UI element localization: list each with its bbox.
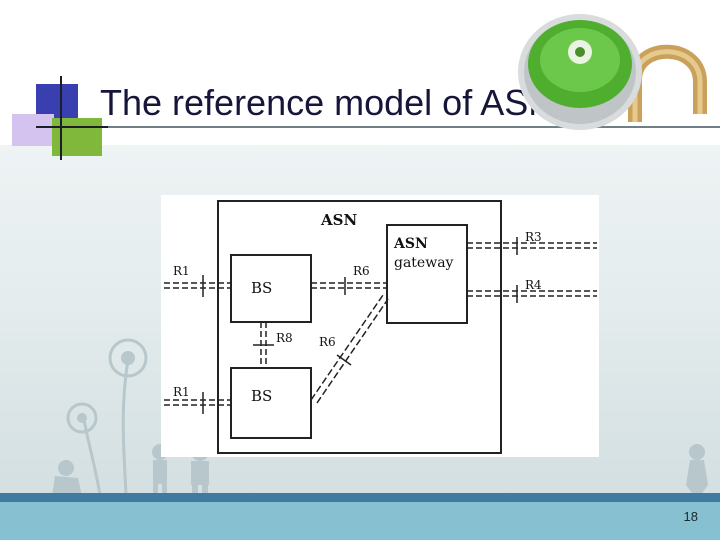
- page-number: 18: [683, 509, 698, 524]
- deco-square-lavender: [12, 114, 54, 146]
- asn-gateway-box: [386, 224, 468, 324]
- r6-diagonal-label: R6: [319, 335, 336, 349]
- footer-stripe: [0, 493, 720, 502]
- gateway-label-line1: ASN: [393, 236, 428, 252]
- r4-link: [467, 285, 597, 303]
- deco-line-horizontal: [36, 126, 108, 128]
- gateway-label-line2: gateway: [394, 255, 454, 271]
- asn-reference-diagram: ASN ASN gateway BS BS R1 R1: [161, 195, 599, 457]
- r6-diagonal-link: [310, 294, 389, 404]
- bs-label-top: BS: [251, 279, 272, 297]
- r1-bottom-label: R1: [173, 385, 190, 399]
- r1-bottom-link: [164, 392, 231, 414]
- r8-link: [253, 322, 274, 368]
- bs-label-bottom: BS: [251, 387, 272, 405]
- r3-label: R3: [525, 230, 542, 244]
- asn-label: ASN: [320, 211, 357, 229]
- bs-box-bottom: [230, 367, 312, 439]
- r3-link: [467, 237, 597, 255]
- padlock-icon: [518, 14, 707, 130]
- deco-line-vertical: [60, 76, 62, 160]
- r6-top-link: [311, 277, 387, 295]
- r1-top-link: [164, 275, 231, 297]
- title-rule: [36, 126, 720, 128]
- slide-title: The reference model of ASN: [100, 82, 555, 123]
- decorative-silhouettes: [52, 338, 708, 497]
- r1-top-label: R1: [173, 264, 190, 278]
- asn-boundary: [217, 200, 502, 454]
- r4-label: R4: [525, 278, 542, 292]
- r8-label: R8: [276, 331, 293, 345]
- footer-bar: [0, 502, 720, 540]
- r6-top-label: R6: [353, 264, 370, 278]
